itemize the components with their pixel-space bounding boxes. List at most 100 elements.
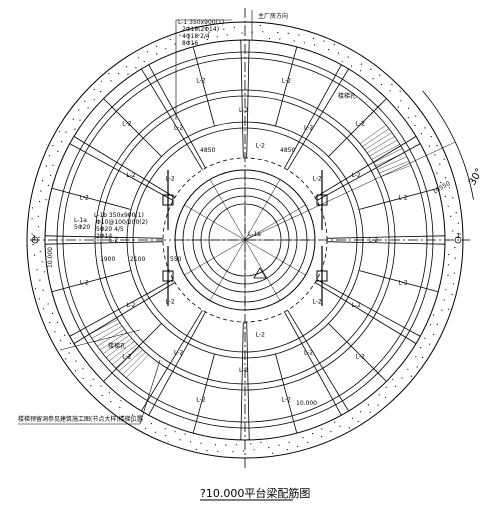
wall-hatch-dot: [31, 207, 33, 209]
wall-hatch-dot: [61, 141, 63, 143]
wall-hatch-dot: [174, 43, 176, 45]
wall-hatch-dot: [38, 236, 40, 238]
wall-hatch-dot: [43, 271, 46, 273]
stair-hatch-right: [369, 140, 398, 157]
wall-hatch-dot: [33, 254, 36, 256]
stair-hatch-left: [91, 322, 120, 339]
wall-hatch-dot: [92, 378, 94, 380]
wall-hatch-dot: [32, 244, 34, 246]
left-callout-1: L-1a: [74, 217, 87, 224]
stair-hatch-right: [371, 144, 400, 160]
wall-hatch-dot: [360, 411, 362, 413]
secondary-radial: [358, 270, 439, 293]
bottom-note-leader: [139, 359, 161, 425]
core-radial: [209, 239, 246, 301]
top-callout-line-1: L-1 350x900(1): [178, 19, 224, 26]
wall-hatch-dot: [357, 421, 359, 423]
secondary-radial: [51, 270, 132, 293]
wall-hatch-dot: [223, 28, 225, 30]
wall-hatch-dot: [47, 303, 49, 305]
stair-hatch-right: [362, 128, 390, 147]
radial-beam: [246, 321, 250, 441]
beam-label-l2: L-2: [166, 175, 175, 182]
wall-hatch-dot: [298, 34, 300, 36]
wall-hatch-dot: [242, 450, 245, 452]
wall-hatch-dot: [378, 394, 380, 396]
wall-hatch-dot: [448, 187, 450, 189]
wall-hatch-dot: [120, 400, 122, 402]
secondary-radial: [275, 353, 298, 434]
wall-hatch-dot: [165, 48, 167, 50]
stair-hole-label-left: 楼梯孔: [108, 342, 126, 350]
wall-hatch-dot: [74, 370, 77, 372]
wall-hatch-dot: [416, 366, 418, 368]
beam-label-l2: L-2: [256, 332, 265, 339]
secondary-radial: [192, 46, 215, 127]
wall-hatch-dot: [286, 449, 289, 451]
secondary-radial: [328, 323, 387, 382]
beam-label-l2: L-2: [369, 237, 378, 244]
wall-hatch-dot: [436, 172, 438, 174]
wall-hatch-dot: [82, 377, 84, 379]
wall-hatch-dot: [155, 45, 158, 47]
wall-hatch-dot: [110, 401, 112, 403]
radial-beam: [240, 321, 244, 441]
bottom-dimension-label: 10.000: [296, 400, 317, 407]
stair-hatch-right: [359, 124, 387, 144]
wall-hatch-dot: [384, 396, 387, 398]
wall-hatch-dot: [415, 356, 417, 358]
wall-hatch-dot: [379, 74, 381, 76]
wall-hatch-dot: [82, 368, 84, 370]
wall-hatch-dot: [455, 212, 457, 214]
mid-callout-line-2: Φ10@100/200(2): [96, 219, 148, 226]
stair-hatch-right: [366, 136, 395, 154]
drawing-caption: ?10.000平台梁配筋图: [200, 486, 310, 500]
wall-hatch-dot: [78, 109, 80, 111]
wall-hatch-dot: [250, 443, 252, 445]
wall-hatch-dot: [100, 91, 102, 93]
wall-hatch-dot: [395, 385, 397, 387]
wall-hatch-dot: [93, 99, 95, 101]
secondary-radial: [275, 46, 298, 127]
beam-label-l2: L-2: [304, 124, 313, 131]
wall-hatch-dot: [328, 49, 330, 51]
wall-hatch-dot: [192, 43, 194, 45]
wall-hatch-dot: [311, 433, 314, 435]
radial-beam: [284, 311, 342, 416]
wall-hatch-dot: [54, 331, 56, 333]
wall-hatch-dot: [321, 436, 323, 438]
wall-hatch-dot: [58, 131, 60, 133]
wall-hatch-dot: [440, 181, 442, 184]
wall-hatch-dot: [216, 36, 218, 38]
wall-hatch-dot: [179, 34, 181, 36]
wall-hatch-dot: [188, 38, 190, 40]
wall-hatch-dot: [454, 246, 456, 249]
wall-hatch-dot: [360, 63, 363, 65]
wall-hatch-dot: [155, 431, 157, 433]
radial-beam: [148, 64, 206, 169]
wall-hatch-dot: [60, 340, 62, 342]
stair-hatch-left: [102, 335, 130, 354]
wall-hatch-dot: [31, 218, 33, 220]
beam-label-l2: L-2: [282, 78, 291, 85]
bottom-note: 楼梯预留洞参见建筑施工图(节点大样)楼梯位置: [18, 415, 143, 423]
wall-hatch-dot: [436, 323, 438, 325]
wall-hatch-dot: [198, 34, 200, 36]
core-radial: [209, 179, 246, 241]
beam-label-l2: L-2: [126, 172, 135, 179]
stair-hatch-left: [99, 332, 127, 351]
wall-hatch-dot: [232, 451, 234, 453]
wall-hatch-dot: [307, 441, 309, 444]
wall-hatch-dot: [279, 38, 281, 40]
wall-hatch-dot: [333, 43, 335, 46]
radial-beam: [284, 64, 342, 169]
wall-hatch-dot: [339, 425, 341, 427]
wall-hatch-dot: [47, 184, 50, 186]
stair-hatch-right: [380, 165, 412, 177]
wall-hatch-dot: [268, 447, 270, 449]
wall-hatch-dot: [117, 73, 120, 75]
wall-hatch-dot: [226, 34, 228, 36]
angle-label: 30°: [467, 167, 485, 188]
wall-hatch-dot: [74, 128, 76, 130]
